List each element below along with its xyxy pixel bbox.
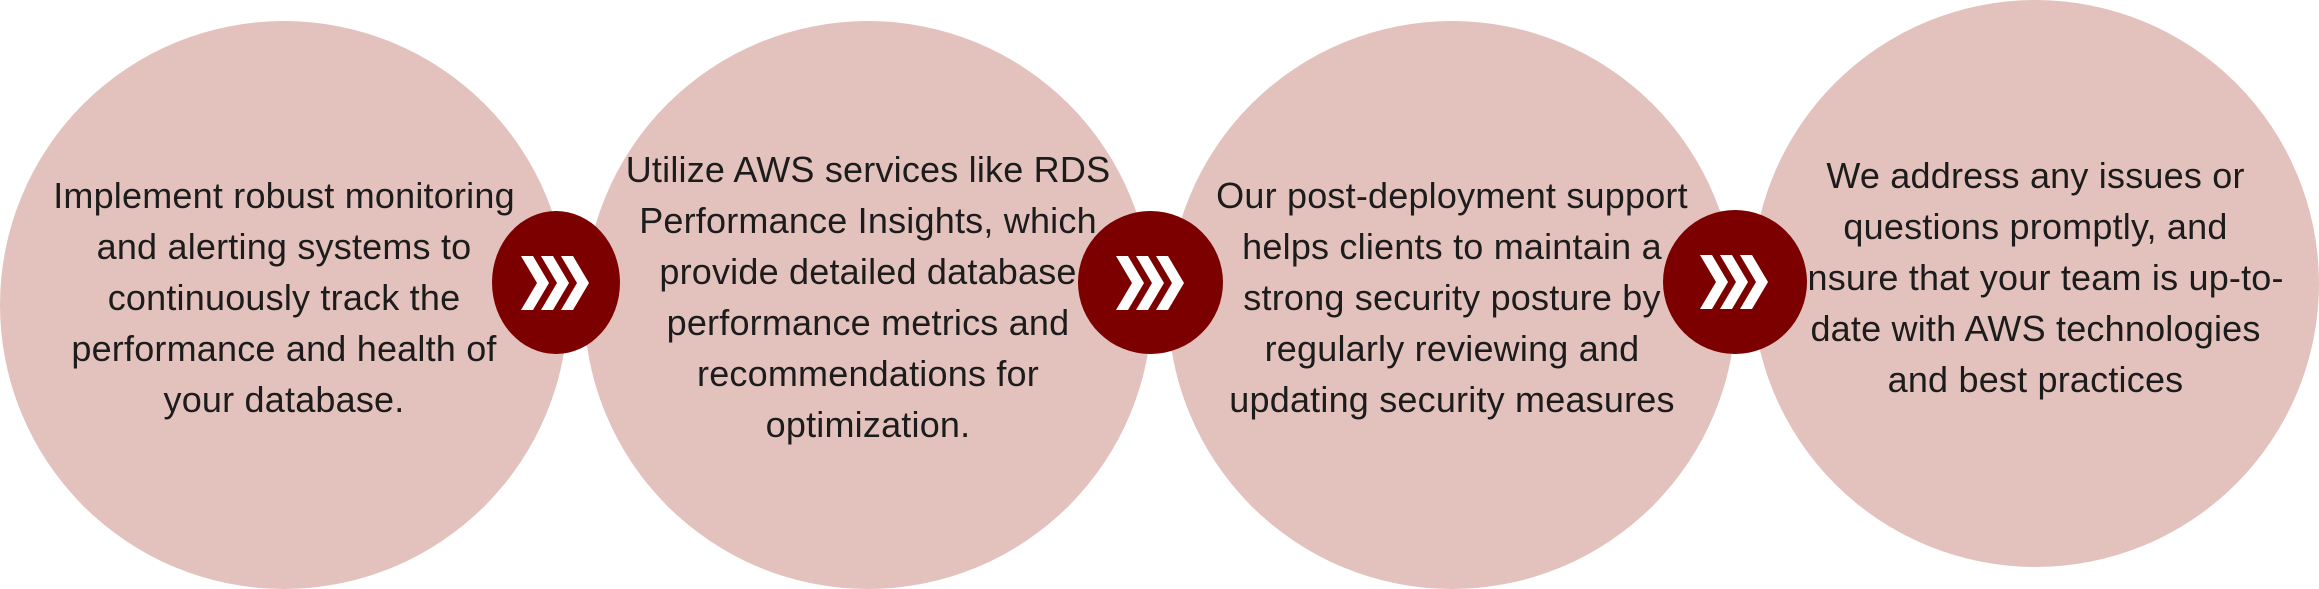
- step-4-text: We address any issues or questions promp…: [1787, 155, 2284, 400]
- triple-chevron-right-icon: [1698, 253, 1772, 311]
- connector-2: [1078, 211, 1223, 354]
- step-2-text: Utilize AWS services like RDS Performanc…: [625, 149, 1111, 445]
- step-circle-2: Utilize AWS services like RDS Performanc…: [584, 21, 1152, 589]
- connector-3: [1663, 210, 1807, 354]
- step-circle-4: We address any issues or questions promp…: [1752, 0, 2319, 567]
- step-circle-1: Implement robust monitoring and alerting…: [0, 21, 568, 589]
- step-3-text: Our post-deployment support helps client…: [1216, 174, 1688, 420]
- triple-chevron-right-icon: [1114, 254, 1188, 312]
- connector-1: [492, 211, 620, 354]
- step-circle-3: Our post-deployment support helps client…: [1168, 21, 1736, 589]
- triple-chevron-right-icon: [519, 254, 593, 312]
- step-1-text: Implement robust monitoring and alerting…: [53, 174, 515, 420]
